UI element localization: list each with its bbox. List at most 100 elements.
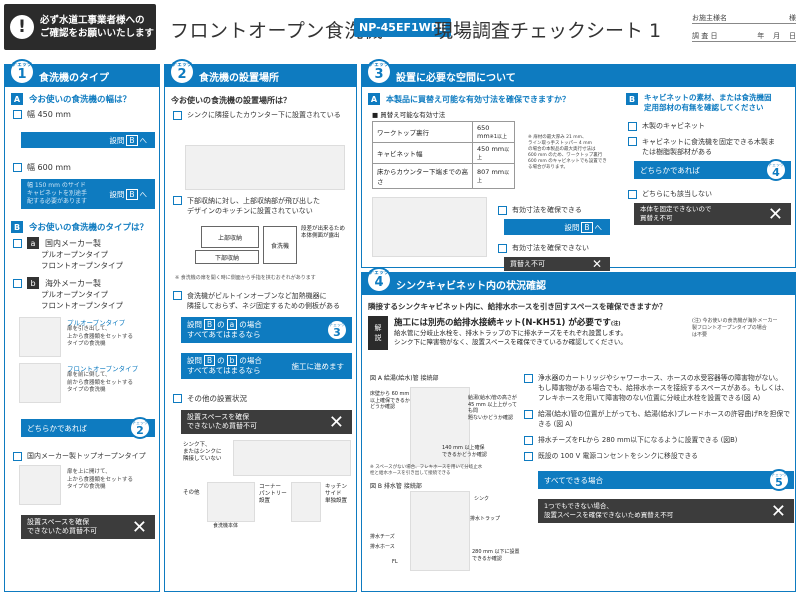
exclamation-icon: ! (10, 15, 34, 39)
panel-4-title: シンクキャビネット内の状況確認 (396, 280, 546, 292)
pantry-image (207, 482, 255, 522)
table-note: ※ 扉材の最大厚み 21 mm、 ライン取っ手ストッパー 4 mm の場合の本製… (528, 135, 607, 170)
checkbox-icon[interactable] (13, 110, 22, 119)
checkbox-icon[interactable] (628, 137, 637, 146)
x-mark-icon: ✕ (328, 411, 344, 433)
customer-field[interactable]: お施主様名様 (692, 14, 796, 24)
checkbox-icon[interactable] (498, 205, 507, 215)
option-size-ng[interactable]: 有効寸法を確保できない (498, 243, 589, 253)
panel-3-title: 設置に必要な空間について (396, 72, 516, 84)
kit-explanation: 解 説 施工には別売の給排水接続キット(N-KH51) が必要です(注) 給水管… (368, 316, 795, 356)
checkbox-icon[interactable] (173, 196, 182, 205)
checkbox-icon[interactable] (173, 394, 182, 403)
check-pipe-bend[interactable]: 給湯(給水)管の位置が上がっても、給湯(給水)ブレードホースの許容曲げRを担保で… (524, 409, 794, 429)
panel-1-title: 食洗機のタイプ (39, 72, 109, 84)
model-badge: NP-45EF1WPE (354, 18, 452, 37)
option-width-450[interactable]: 幅 450 mm (13, 109, 159, 120)
option-neither[interactable]: どちらにも該当しない (628, 189, 795, 199)
notice-text: 必ず水道工事業者様への ご確認をお願いいたします (40, 15, 155, 39)
option-other[interactable]: その他の設置状況 (173, 393, 356, 404)
sink-checklist: 浄水器のカートリッジやシャワーホース、ホースの水受容器等の障害物がない。 もし障… (524, 373, 794, 588)
sink-ng: 1つでもできない場合、 設置スペースを確保できないため買替え不可 ✕ (538, 499, 794, 523)
checkbox-icon[interactable] (628, 121, 637, 131)
overseas-sub-front: フロントオープンタイプ (41, 301, 124, 310)
notice-box: ! 必ず水道工事業者様への ご確認をお願いいたします (4, 4, 156, 50)
checkbox-icon[interactable] (498, 243, 507, 253)
cabinet-dimension-image (372, 197, 487, 257)
checkbox-icon[interactable] (173, 110, 182, 120)
other-ng: 設置スペースを確保 できないため買替不可 ✕ (181, 410, 352, 434)
checkbox-icon[interactable] (628, 189, 637, 199)
checkbox-icon[interactable] (173, 291, 182, 300)
fixing-ng: 本体を固定できないので 買替え不可 ✕ (634, 203, 791, 225)
option-fixing-part[interactable]: キャビネットに食洗機を固定できる木製ま たは樹脂製部材がある (628, 137, 795, 157)
checkbox-icon[interactable] (13, 163, 22, 172)
front-open-image (19, 363, 61, 403)
check-power-outlet[interactable]: 既設の 100 V 電源コンセントをシンクに移設できる (524, 451, 794, 461)
checkbox-icon[interactable] (13, 451, 22, 461)
checkbox-icon[interactable] (524, 452, 533, 461)
option-width-600[interactable]: 幅 600 mm (13, 162, 159, 173)
x-mark-icon: ✕ (770, 500, 786, 522)
type-illustrations: プルオープンタイプ 扉を引き出して、 上から食器類をセットする タイプの食洗機 … (19, 317, 155, 407)
checkbox-icon[interactable] (524, 410, 533, 419)
option-heating-side-panel[interactable]: 食洗機がビルトインオーブンなど加熱機器に 隣接しておらず、ネジ固定するための側板… (173, 291, 356, 311)
top-open-illustration: 扉を上に開けて、 上から食器類をセットする タイプの食洗機 (19, 465, 155, 507)
non-sink-image (233, 440, 351, 476)
date-field[interactable]: 調 査 日年 月 日 (692, 32, 796, 42)
size-ng: 買替え不可 ✕ (504, 257, 610, 271)
option-top-open[interactable]: 国内メーカー製トップオープンタイプ (13, 451, 159, 461)
check-drain-height[interactable]: 排水チーズをFLから 280 mm以下になるように設置できる (図B) (524, 435, 794, 445)
kitchen-image (185, 145, 345, 190)
option-no-overhang[interactable]: 下部収納に対し、上部収納部が飛び出した デザインのキッチンに設置されていない (173, 196, 356, 216)
page-header: ! 必ず水道工事業者様への ご確認をお願いいたします フロントオープン食洗機 N… (0, 0, 800, 56)
overhang-diagram: 上部収納 下部収納 食洗機 段差が出来るため 本体側面が露出 (187, 220, 356, 272)
check-obstacles[interactable]: 浄水器のカートリッジやシャワーホース、ホースの水受容器等の障害物がない。 もし障… (524, 373, 794, 403)
checkbox-icon[interactable] (13, 238, 22, 248)
option-size-ok[interactable]: 有効寸法を確保できる (498, 205, 582, 215)
domestic-sub-front: フロントオープンタイプ (41, 261, 124, 270)
page-title: フロントオープン食洗機 (170, 20, 384, 42)
checkbox-icon[interactable] (524, 436, 533, 445)
panel-2-question: 今お使いの食洗機の設置場所は？ (171, 96, 291, 105)
overseas-sub-pull: プルオープンタイプ (41, 290, 109, 299)
x-mark-icon: ✕ (131, 516, 147, 538)
panel-2-note: ※ 食洗機の扉を開く時に側面から手指を挟むおそれがあります (175, 275, 316, 281)
other-illustrations: シンク下、 またはシンクに 隣接していない その他 コーナー パントリー 設置 … (173, 438, 356, 530)
option-sink-adjacent[interactable]: シンクに隣接したカウンター下に設置されている (173, 110, 356, 120)
panel-2-title: 食洗機の設置場所 (199, 72, 279, 84)
water-pipe-image (410, 387, 470, 467)
checkbox-icon[interactable] (524, 374, 533, 383)
checkbox-icon[interactable] (13, 278, 22, 288)
option-wooden-cabinet[interactable]: 木製のキャビネット (628, 121, 795, 131)
panel-4-question: 隣接するシンクキャビネット内に、給排水ホースを引き回すスペースを確保できますか？ (368, 302, 667, 311)
